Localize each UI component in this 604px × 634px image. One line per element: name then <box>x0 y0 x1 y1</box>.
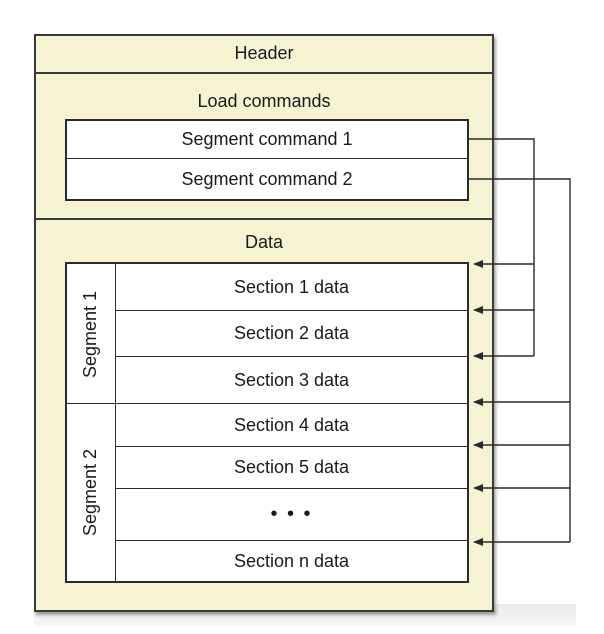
section-4-data: Section 4 data <box>116 405 467 447</box>
segment-1-label-cell: Segment 1 <box>67 264 116 404</box>
segment-command-1: Segment command 1 <box>67 121 467 159</box>
section-5-data: Section 5 data <box>116 447 467 489</box>
load-commands-divider <box>36 218 492 220</box>
segment-divider <box>67 403 467 404</box>
section-3-data: Section 3 data <box>233 369 350 390</box>
ellipsis-row: • • • <box>116 489 467 541</box>
section-2-data: Section 2 data <box>116 311 467 357</box>
header-divider <box>36 72 492 74</box>
segment-1-label: Segment 1 <box>80 290 101 378</box>
header-label: Header <box>234 43 294 63</box>
section-n-data: Section n data <box>233 550 350 571</box>
segment-2-label: Segment 2 <box>80 448 101 537</box>
data-box: Segment 1 Segment 2 Section 1 data Secti… <box>65 262 469 583</box>
segment-2-label-cell: Segment 2 <box>67 404 116 581</box>
data-label: Data <box>244 232 284 252</box>
file-box: Header Load commands Segment command 1 S… <box>34 34 494 612</box>
load-commands-label: Load commands <box>197 91 331 111</box>
load-commands-box: Segment command 1 Segment command 2 <box>65 119 469 201</box>
section-1-data: Section 1 data <box>116 264 467 311</box>
segment-command-2: Segment command 2 <box>181 168 353 189</box>
